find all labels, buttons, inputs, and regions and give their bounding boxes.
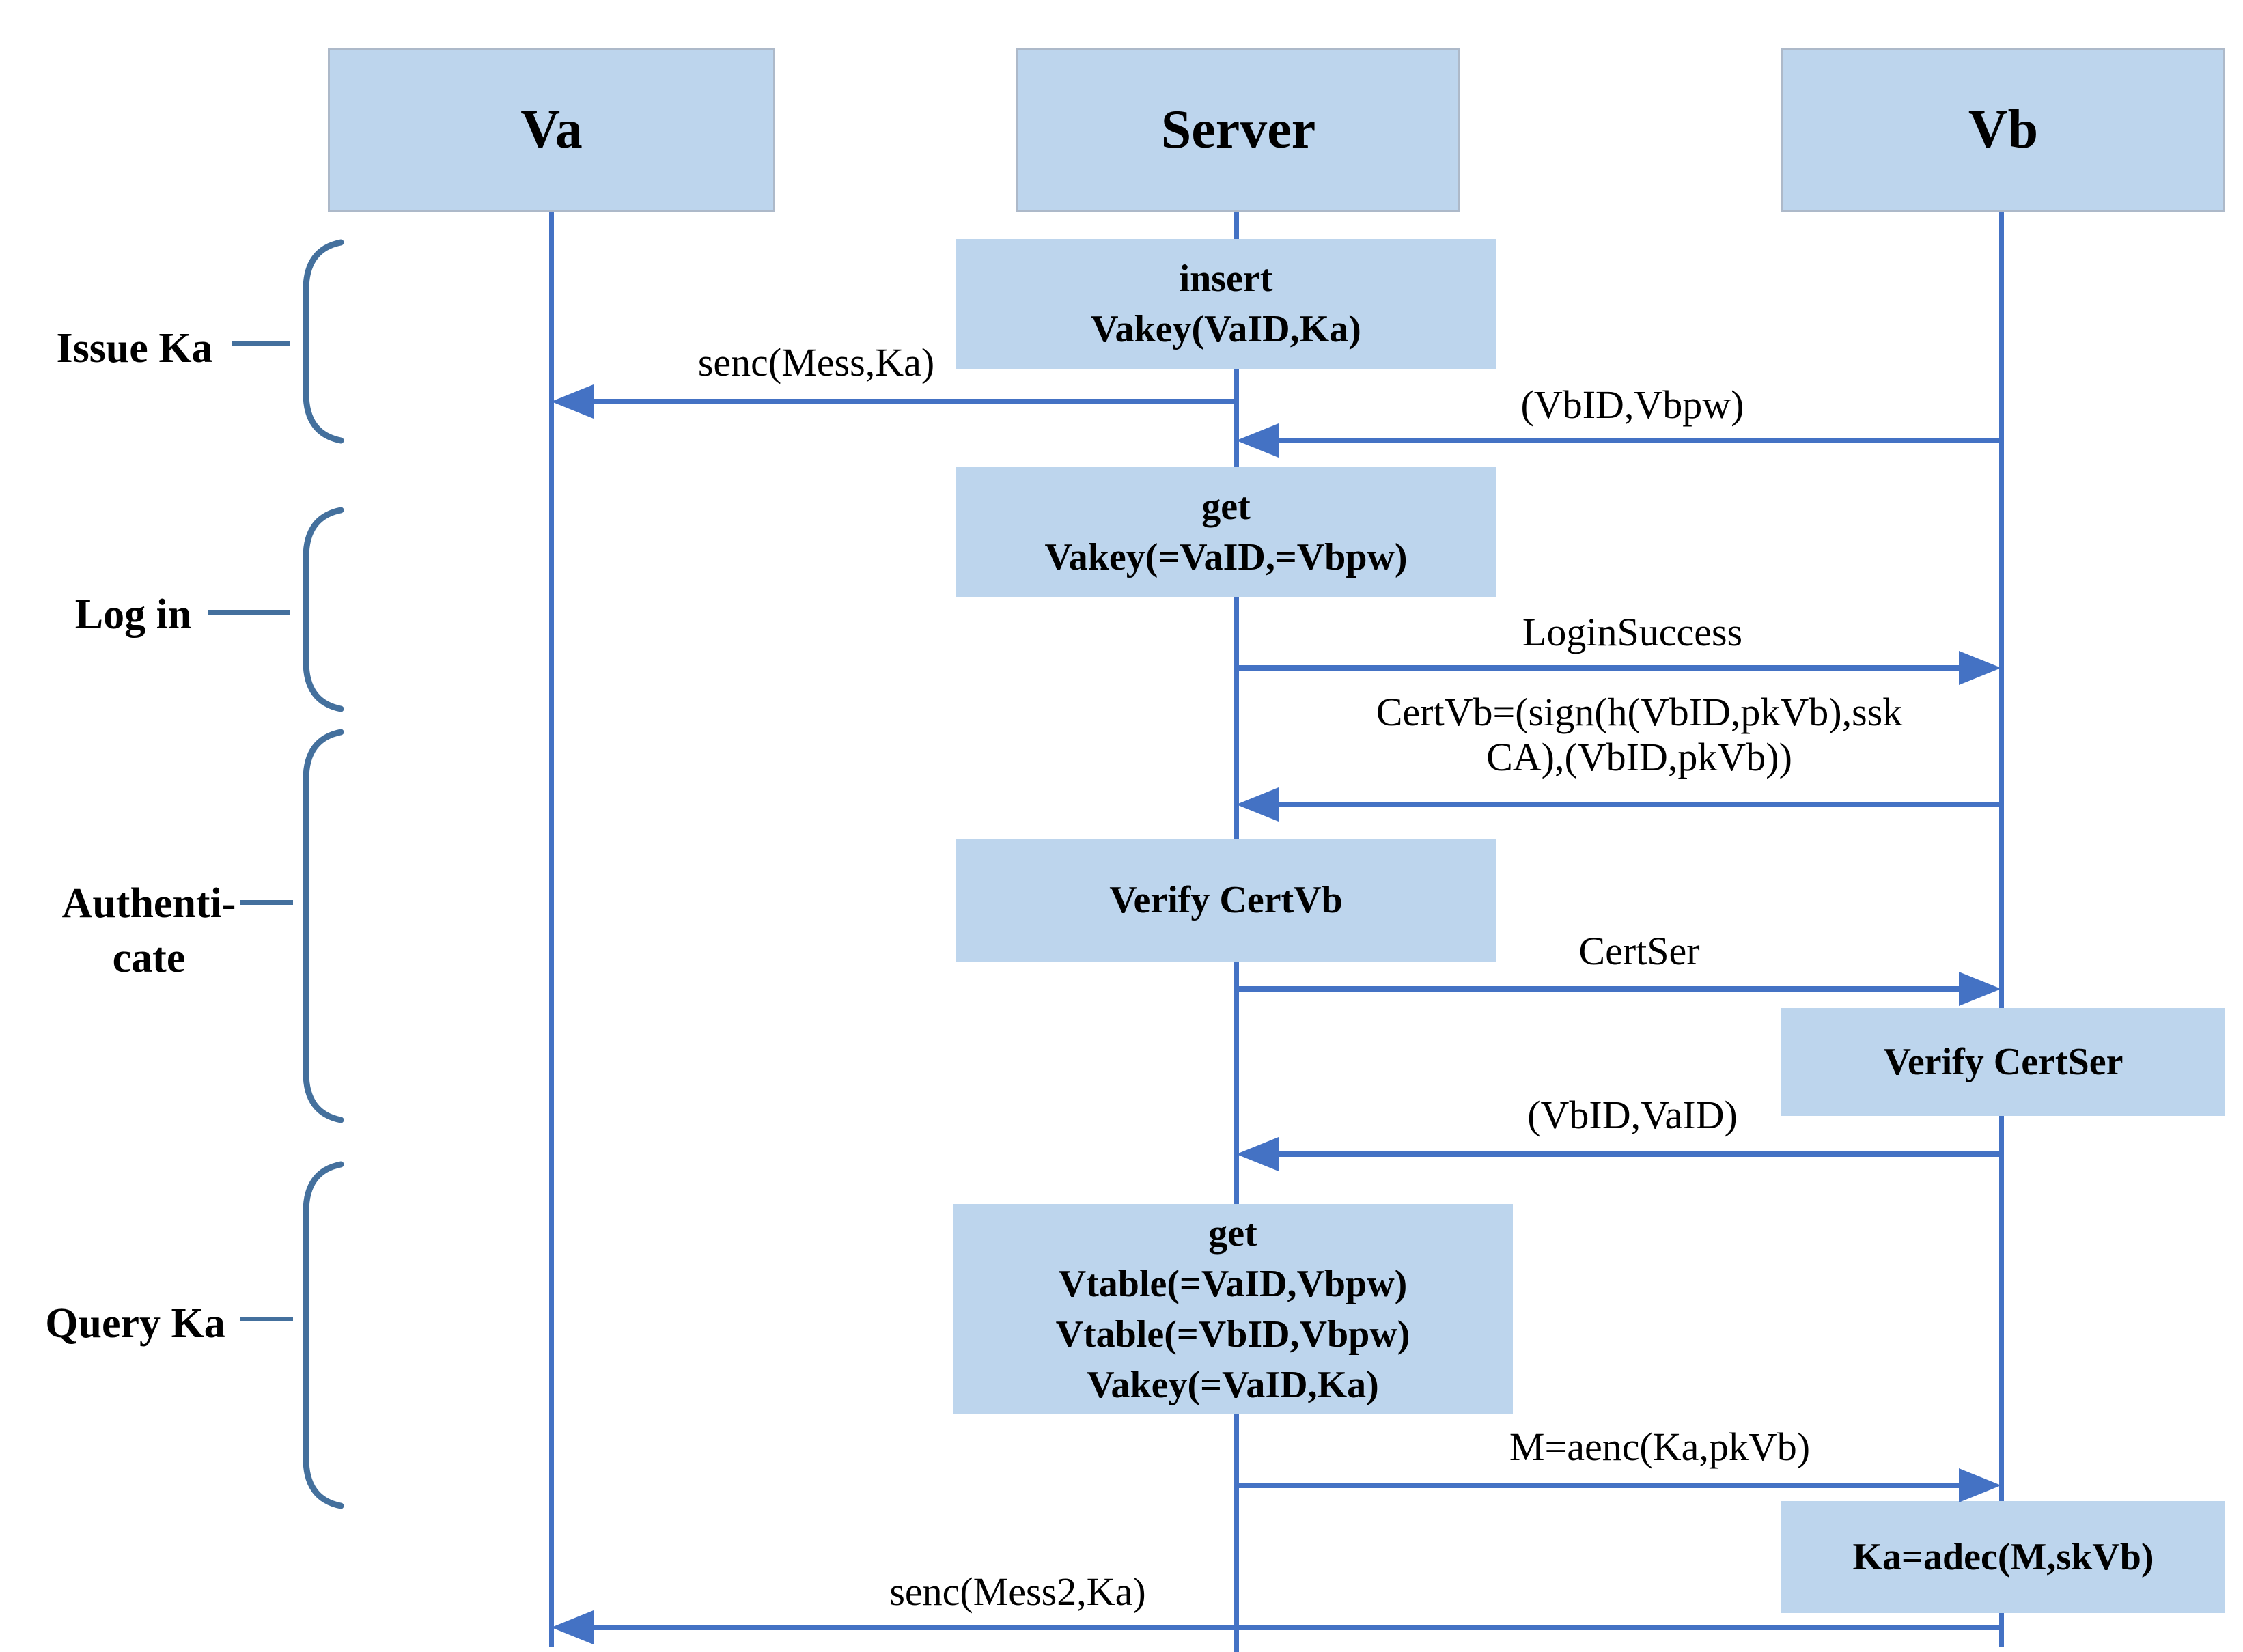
activity-box-get-vakey-line1: get	[1201, 486, 1251, 528]
arrowhead-login-success-icon	[1959, 651, 2001, 685]
phase-label-log-in: Log in	[74, 591, 192, 638]
message-label-certvb-line1: CertVb=(sign(h(VbID,pkVb),ssk	[1376, 690, 1903, 734]
phase-brace-issue-ka	[303, 239, 344, 444]
phase-label-issue-ka: Issue Ka	[56, 325, 213, 372]
message-label-senc-mess: senc(Mess,Ka)	[697, 340, 935, 384]
activity-box-get-vakey: get Vakey(=VaID,=Vbpw)	[956, 467, 1496, 597]
message-label-vbid-vaid: (VbID,VaID)	[1527, 1093, 1738, 1137]
activity-box-verify-certser: Verify CertSer	[1781, 1008, 2225, 1116]
message-label-vbid-vbpw: (VbID,Vbpw)	[1520, 382, 1744, 427]
arrow-login-success-line	[1236, 665, 1968, 671]
phase-connector-log-in	[208, 610, 290, 615]
arrowhead-m-aenc-icon	[1959, 1468, 2001, 1502]
phase-label-authenticate-line2: cate	[112, 935, 186, 981]
activity-box-insert-vakey: insert Vakey(VaID,Ka)	[956, 239, 1496, 369]
activity-box-ka-adec: Ka=adec(M,skVb)	[1781, 1501, 2225, 1613]
message-label-m-aenc: M=aenc(Ka,pkVb)	[1509, 1425, 1811, 1469]
arrow-senc-mess2-line	[584, 1625, 2001, 1630]
lifeline-vb	[1999, 212, 2004, 1647]
arrowhead-vbid-vbpw-icon	[1236, 423, 1279, 458]
activity-box-get-vakey-line2: Vakey(=VaID,=Vbpw)	[1044, 536, 1408, 578]
arrow-vbid-vbpw-line	[1269, 438, 2001, 443]
actor-box-va: Va	[328, 48, 775, 212]
message-label-certvb-line2: CA),(VbID,pkVb))	[1486, 735, 1792, 779]
phase-connector-authenticate	[240, 900, 293, 905]
activity-box-get-vtable: get Vtable(=VaID,Vbpw) Vtable(=VbID,Vbpw…	[953, 1204, 1513, 1414]
arrowhead-senc-mess-icon	[551, 384, 594, 419]
phase-label-query-ka: Query Ka	[45, 1300, 225, 1347]
lifeline-va	[549, 212, 554, 1647]
arrowhead-certvb-icon	[1236, 787, 1279, 822]
phase-connector-query-ka	[240, 1317, 293, 1321]
arrow-vbid-vaid-line	[1269, 1151, 2001, 1157]
activity-box-verify-certvb: Verify CertVb	[956, 839, 1496, 962]
phase-brace-authenticate	[303, 729, 344, 1123]
activity-box-get-vtable-line3: Vtable(=VbID,Vbpw)	[1055, 1313, 1410, 1356]
actor-box-vb: Vb	[1781, 48, 2225, 212]
actor-label-va: Va	[520, 99, 583, 160]
phase-label-authenticate-line1: Authenti-	[61, 880, 236, 927]
activity-box-ka-adec-line1: Ka=adec(M,skVb)	[1852, 1536, 2154, 1578]
activity-box-insert-vakey-line2: Vakey(VaID,Ka)	[1091, 308, 1361, 350]
activity-box-get-vtable-line1: get	[1208, 1212, 1257, 1255]
activity-box-get-vtable-line4: Vakey(=VaID,Ka)	[1087, 1364, 1379, 1406]
actor-label-vb: Vb	[1968, 99, 2039, 160]
activity-box-insert-vakey-line1: insert	[1179, 257, 1273, 300]
arrowhead-vbid-vaid-icon	[1236, 1137, 1279, 1171]
phase-brace-log-in	[303, 507, 344, 712]
message-label-certser: CertSer	[1578, 929, 1700, 973]
message-label-senc-mess2: senc(Mess2,Ka)	[889, 1569, 1146, 1614]
message-label-certvb: CertVb=(sign(h(VbID,pkVb),ssk CA),(VbID,…	[1376, 690, 1903, 780]
activity-box-verify-certser-line1: Verify CertSer	[1883, 1041, 2123, 1083]
phase-brace-query-ka	[303, 1161, 344, 1509]
phase-connector-issue-ka	[232, 341, 290, 346]
arrow-certvb-line	[1269, 802, 2001, 807]
phase-label-authenticate: Authenti- cate	[62, 876, 236, 985]
actor-box-server: Server	[1016, 48, 1460, 212]
arrow-m-aenc-line	[1236, 1483, 1968, 1488]
arrowhead-certser-icon	[1959, 972, 2001, 1006]
activity-box-get-vtable-line2: Vtable(=VaID,Vbpw)	[1058, 1263, 1408, 1305]
arrowhead-senc-mess2-icon	[551, 1610, 594, 1644]
arrow-senc-mess-line	[584, 399, 1236, 404]
actor-label-server: Server	[1160, 99, 1316, 160]
message-label-login-success: LoginSuccess	[1522, 610, 1743, 654]
arrow-certser-line	[1236, 986, 1968, 992]
activity-box-verify-certvb-line1: Verify CertVb	[1109, 879, 1343, 921]
